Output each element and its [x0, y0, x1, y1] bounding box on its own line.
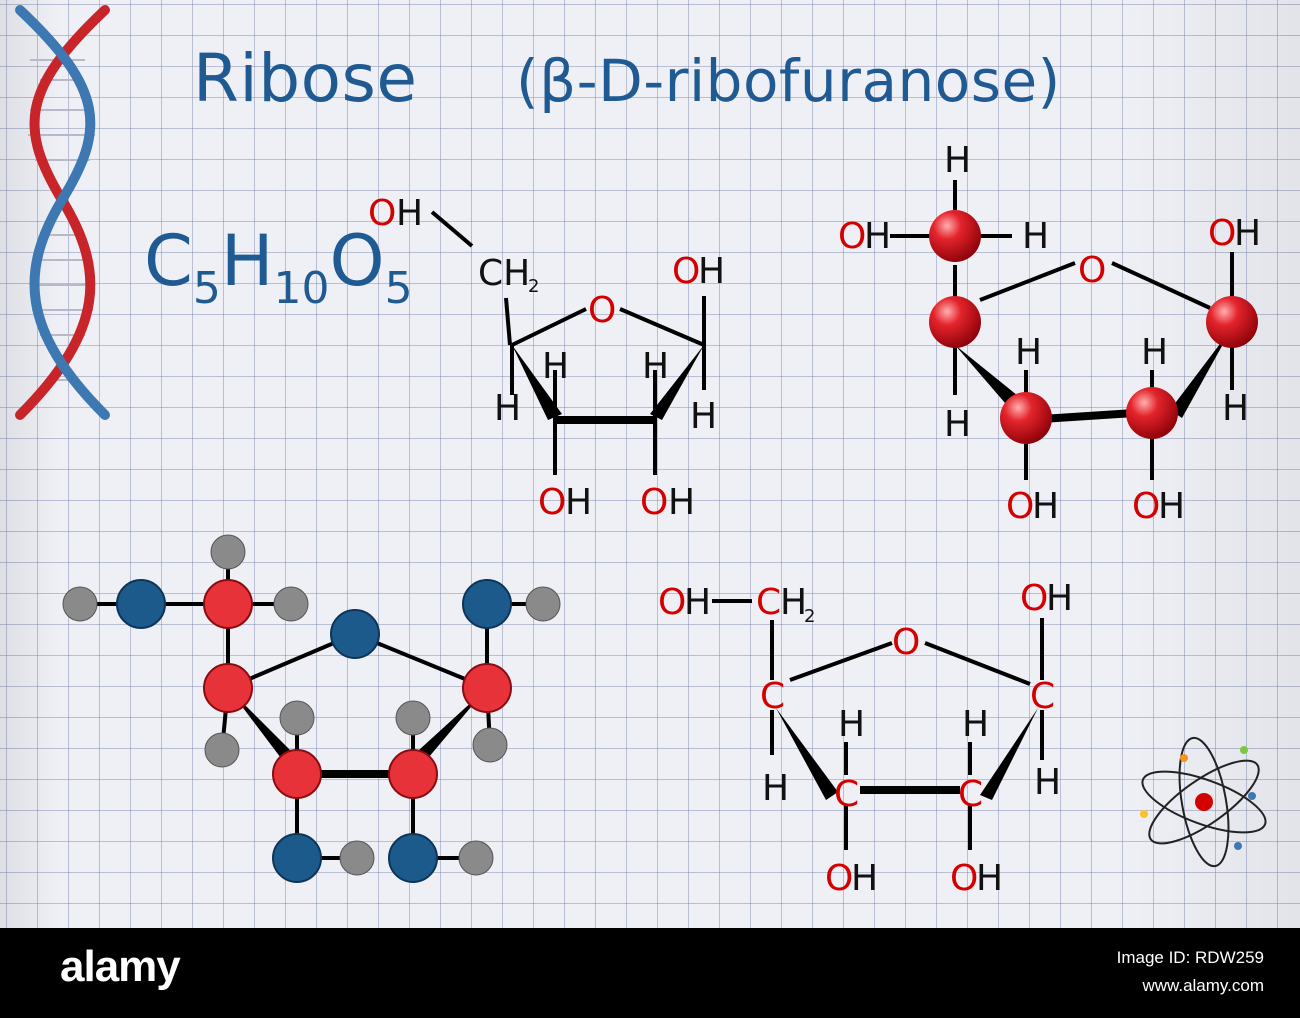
h-label: H: [1015, 332, 1042, 373]
carbon-sphere: [929, 296, 981, 348]
footer-band: [0, 928, 1300, 1018]
h-label: H: [864, 216, 891, 257]
page-subtitle: (β-D-ribofuranose): [516, 47, 1061, 115]
oxygen-label: O: [1132, 486, 1160, 527]
h-label: H: [838, 704, 865, 745]
carbon-label: C: [834, 774, 859, 815]
h-label: H: [642, 346, 669, 387]
h-label: H: [542, 346, 569, 387]
stock-footer: [0, 928, 1300, 1018]
subscript-label: 2: [804, 606, 815, 627]
ring-oxygen-label: O: [892, 622, 920, 663]
h-label: H: [1032, 486, 1059, 527]
oh-label: O: [368, 193, 396, 234]
oxygen-label: O: [825, 858, 853, 899]
h-label: H: [944, 140, 971, 181]
h-label: H: [851, 858, 878, 899]
h-label: H: [396, 193, 423, 234]
full-structural-formula: [712, 599, 1044, 850]
molecular-formula: C5H10O5: [144, 220, 413, 314]
page-title: Ribose: [193, 40, 418, 117]
carbon-sphere: [1000, 392, 1052, 444]
h-label: H: [1022, 216, 1049, 257]
site-url[interactable]: www.alamy.com: [1142, 976, 1264, 995]
atom-icon: [1140, 736, 1267, 868]
image-id: Image ID: RDW259: [1116, 948, 1264, 967]
h-label: H: [1222, 388, 1249, 429]
h-label: H: [976, 858, 1003, 899]
h-label: H: [494, 388, 521, 429]
dna-helix-icon: [15, 5, 110, 420]
oxygen-label: O: [1208, 213, 1236, 254]
h-label: H: [1234, 213, 1261, 254]
subscript-label: 2: [528, 276, 539, 297]
blue-oxygen-atoms: [116, 579, 512, 883]
carbon-sphere: [1126, 387, 1178, 439]
h-label: H: [565, 482, 592, 523]
h-label: H: [1158, 486, 1185, 527]
ring-oxygen-label: O: [1078, 250, 1106, 291]
carbon-label: C: [958, 774, 983, 815]
oxygen-label: O: [640, 482, 668, 523]
h-label: H: [698, 251, 725, 292]
h-label: H: [668, 482, 695, 523]
h-label: H: [780, 582, 807, 623]
structure-diagrams: O H CH 2 O O H H H H H O H O H O: [62, 140, 1267, 899]
h-label: H: [1141, 332, 1168, 373]
h-label: H: [962, 704, 989, 745]
carbon-label: C: [760, 676, 785, 717]
carbon-sphere: [929, 210, 981, 262]
oxygen-label: O: [1006, 486, 1034, 527]
carbon-label: C: [1030, 676, 1055, 717]
ball-stick-model: [890, 180, 1234, 480]
h-label: H: [1034, 762, 1061, 803]
skeletal-formula: [430, 210, 706, 475]
h-label: H: [684, 582, 711, 623]
oxygen-label: O: [950, 858, 978, 899]
h-label: H: [690, 396, 717, 437]
oxygen-label: O: [1020, 578, 1048, 619]
brand-logo: alamy: [60, 942, 181, 991]
h-label: H: [944, 404, 971, 445]
ring-oxygen-label: O: [588, 290, 616, 331]
grey-hydrogen-atoms: [62, 534, 561, 876]
oxygen-label: O: [672, 251, 700, 292]
h-label: H: [762, 768, 789, 809]
ch2-label: CH: [478, 253, 530, 294]
carbon-sphere: [1206, 296, 1258, 348]
carbon-label: C: [756, 582, 781, 623]
oxygen-label: O: [538, 482, 566, 523]
oxygen-label: O: [658, 582, 686, 623]
oxygen-label: O: [838, 216, 866, 257]
grid-paper-background: [0, 0, 1300, 928]
red-carbon-atoms: [203, 579, 512, 799]
h-label: H: [1046, 578, 1073, 619]
